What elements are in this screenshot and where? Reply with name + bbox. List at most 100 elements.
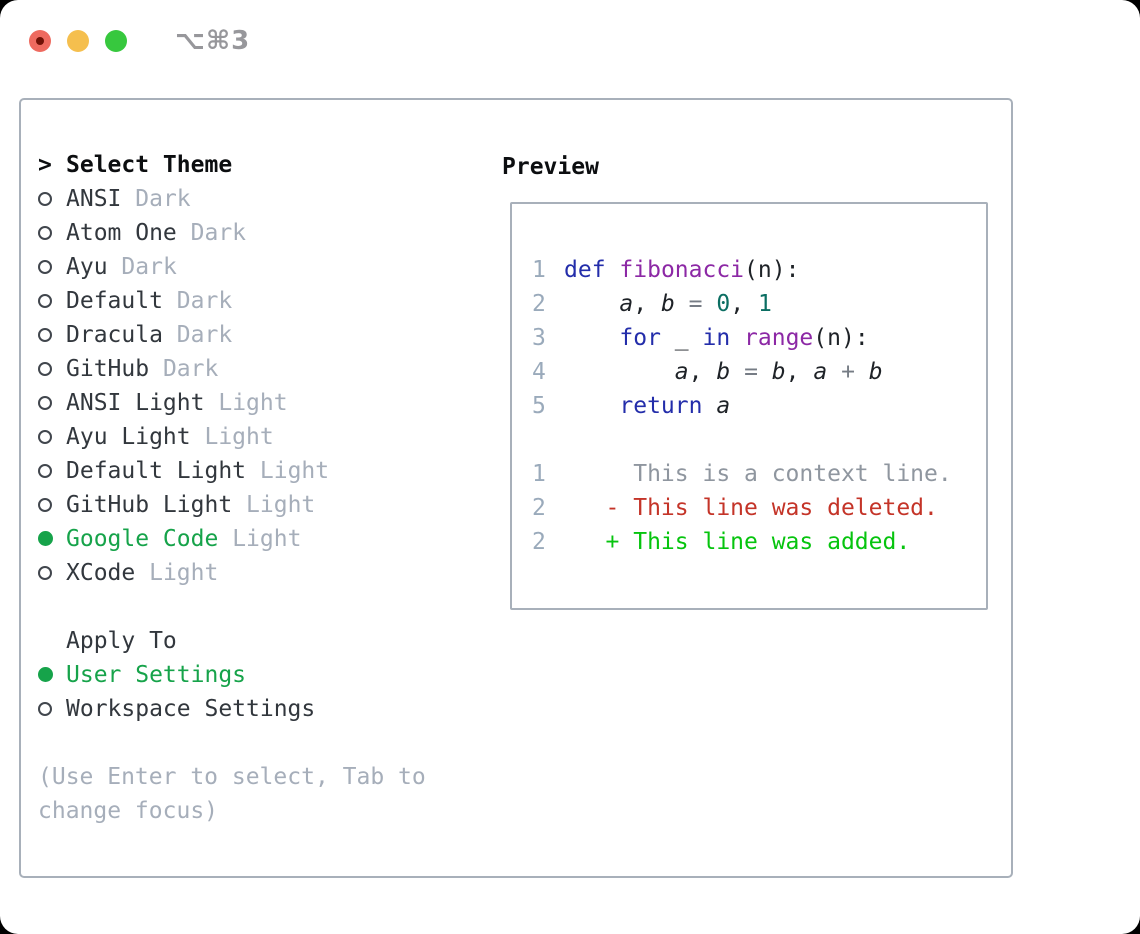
radio-unselected-icon xyxy=(38,430,52,444)
theme-variant: Dark xyxy=(135,186,191,212)
theme-option[interactable]: GitHub Light Light xyxy=(38,488,488,522)
theme-option[interactable]: ANSI Light Light xyxy=(38,386,488,420)
code-token: , xyxy=(785,359,814,385)
radio-unselected-icon xyxy=(38,498,52,512)
radio-unselected-icon xyxy=(38,396,52,410)
code-token xyxy=(606,257,620,283)
radio-unselected-icon xyxy=(38,226,52,240)
apply-to-option[interactable]: User Settings xyxy=(38,658,488,692)
line-number: 1 xyxy=(532,461,546,487)
code-token: = xyxy=(688,291,703,317)
line-number: 5 xyxy=(532,393,546,419)
code-token: , xyxy=(633,291,661,317)
code-token: (n): xyxy=(813,325,869,351)
space xyxy=(191,424,205,450)
radio-marker xyxy=(38,322,66,348)
space xyxy=(177,220,191,246)
theme-name: GitHub Light xyxy=(66,492,233,518)
code-token: a xyxy=(813,359,828,385)
theme-variant: Light xyxy=(218,390,288,416)
radio-unselected-icon xyxy=(38,464,52,478)
theme-variant: Light xyxy=(204,424,274,450)
code-token xyxy=(702,393,716,419)
radio-marker xyxy=(38,492,66,518)
keyboard-hint: (Use Enter to select, Tab to change focu… xyxy=(38,764,426,824)
space xyxy=(204,390,218,416)
theme-name: Atom One xyxy=(66,220,177,246)
code-line: 3 for _ in range(n): xyxy=(532,321,986,355)
code-token: b xyxy=(716,359,731,385)
code-token xyxy=(730,325,744,351)
theme-option[interactable]: ANSI Dark xyxy=(38,182,488,216)
preview-title: Preview xyxy=(502,154,599,180)
code-token xyxy=(564,325,619,351)
line-number: 1 xyxy=(532,257,546,283)
code-token: a xyxy=(619,291,634,317)
theme-option[interactable]: Default Light Light xyxy=(38,454,488,488)
space xyxy=(232,492,246,518)
theme-name: Ayu Light xyxy=(66,424,191,450)
code-token: + xyxy=(841,359,855,385)
theme-option[interactable]: Google Code Light xyxy=(38,522,488,556)
apply-to-option[interactable]: Workspace Settings xyxy=(38,692,488,726)
theme-option[interactable]: Default Dark xyxy=(38,284,488,318)
apply-to-option-label: User Settings xyxy=(66,662,247,688)
code-token xyxy=(564,291,619,317)
select-theme-title: Select Theme xyxy=(66,152,233,178)
spacer xyxy=(532,423,986,457)
theme-name: XCode xyxy=(66,560,136,586)
theme-option[interactable]: Atom One Dark xyxy=(38,216,488,250)
radio-marker xyxy=(38,390,66,416)
code-token: def xyxy=(564,257,606,283)
code-token: (n): xyxy=(744,257,800,283)
code-line: 5 return a xyxy=(532,389,986,423)
code-token xyxy=(564,393,619,419)
theme-option[interactable]: Ayu Dark xyxy=(38,250,488,284)
line-number: 3 xyxy=(532,325,546,351)
zoom-button[interactable] xyxy=(105,30,127,52)
theme-variant: Light xyxy=(149,560,219,586)
radio-unselected-icon xyxy=(38,362,52,376)
theme-name: Google Code xyxy=(66,526,219,552)
code-token: a xyxy=(716,393,731,419)
diff-text: This is a context line. xyxy=(564,461,952,487)
code-token: return xyxy=(619,393,703,419)
theme-option[interactable]: Ayu Light Light xyxy=(38,420,488,454)
diff-text: - This line was deleted. xyxy=(564,495,938,521)
theme-name: Default Light xyxy=(66,458,247,484)
theme-option[interactable]: Dracula Dark xyxy=(38,318,488,352)
space xyxy=(246,458,260,484)
minimize-button[interactable] xyxy=(67,30,89,52)
theme-option[interactable]: GitHub Dark xyxy=(38,352,488,386)
radio-unselected-icon xyxy=(38,702,52,716)
radio-marker xyxy=(38,526,66,552)
close-button[interactable] xyxy=(29,30,51,52)
radio-marker xyxy=(38,696,66,722)
code-line: 2 a, b = 0, 1 xyxy=(532,287,986,321)
code-token: in xyxy=(702,325,731,351)
code-token: , xyxy=(730,291,758,317)
code-token xyxy=(827,359,841,385)
unsaved-changes-dot xyxy=(36,37,44,45)
space xyxy=(163,288,177,314)
prompt-caret-icon: > xyxy=(38,152,52,178)
code-token: b xyxy=(868,359,883,385)
radio-marker xyxy=(38,288,66,314)
code-token: = xyxy=(744,359,758,385)
code-line: 4 a, b = b, a + b xyxy=(532,355,986,389)
radio-marker xyxy=(38,356,66,382)
code-token: range xyxy=(744,325,814,351)
theme-variant: Dark xyxy=(162,356,219,382)
radio-unselected-icon xyxy=(38,294,52,308)
code-token xyxy=(855,359,869,385)
space xyxy=(121,186,135,212)
theme-name: Ayu xyxy=(66,254,108,280)
theme-option[interactable]: XCode Light xyxy=(38,556,488,590)
theme-variant: Dark xyxy=(190,220,247,246)
theme-variant: Dark xyxy=(176,322,233,348)
space xyxy=(108,254,122,280)
theme-variant: Light xyxy=(259,458,330,484)
